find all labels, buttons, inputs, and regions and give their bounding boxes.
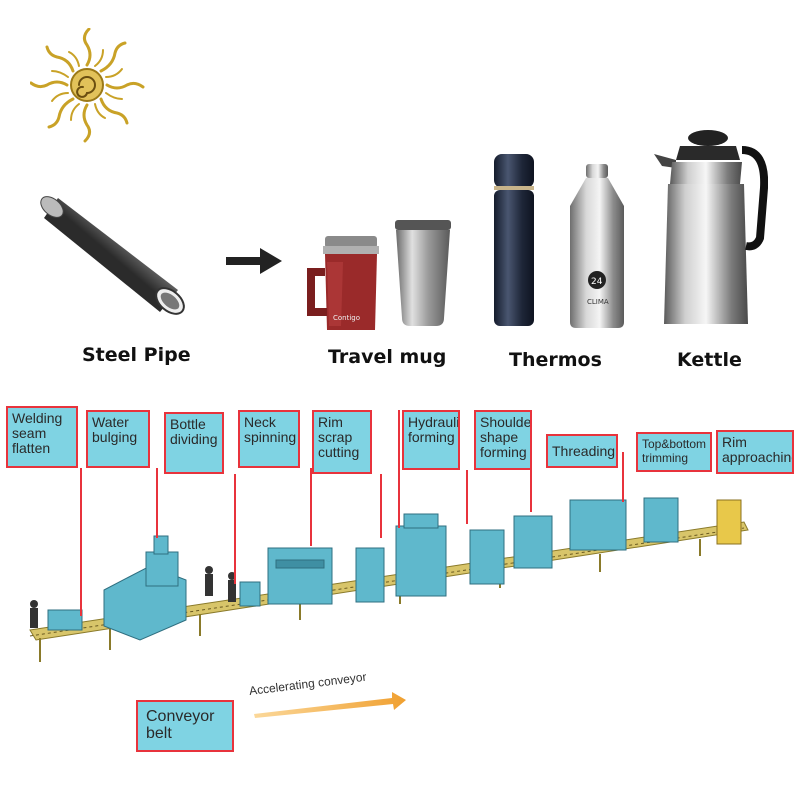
step-water-bulging: Water bulging <box>86 410 150 468</box>
step-bottle-dividing: Bottle dividing <box>164 412 224 474</box>
leader-line <box>80 468 82 616</box>
steel-bottle-image: 24 CLIMA <box>566 162 628 330</box>
step-threading: Threading <box>546 434 618 468</box>
leader-line <box>156 468 158 538</box>
tumbler-image <box>392 218 454 330</box>
leader-line <box>622 452 624 502</box>
sun-logo <box>29 27 145 143</box>
kettle-image <box>650 128 769 330</box>
sun-logo-icon <box>29 27 145 143</box>
red-mug-image: Contigo <box>303 232 389 336</box>
accelerating-arrow-icon <box>252 680 408 720</box>
leader-line <box>234 474 236 584</box>
leader-line <box>310 468 312 546</box>
navy-thermos-image <box>490 152 538 330</box>
step-top-bottom-trimming: Top&bottom trimming <box>636 432 712 472</box>
step-neck-spinning: Neck spinning <box>238 410 300 468</box>
kettle-label: Kettle <box>677 349 742 371</box>
step-rim-scrap-cutting: Rim scrap cutting <box>312 410 372 474</box>
step-rim-approaching: Rim approaching <box>716 430 794 474</box>
step-welding-seam-flatten: Welding seam flatten <box>6 406 78 468</box>
mug-brand-text: Contigo <box>333 314 360 322</box>
travel-mug-label: Travel mug <box>328 346 447 368</box>
steel-pipe-image <box>40 180 200 320</box>
bottle-badge-text: 24 <box>591 277 603 287</box>
leader-line <box>380 474 382 538</box>
production-line-illustration <box>0 470 800 670</box>
step-hydraulic-forming: Hydraulic forming <box>402 410 460 470</box>
step-shoulder-shape-forming: Shoulder shape forming <box>474 410 532 470</box>
leader-line <box>466 470 468 524</box>
leader-line <box>530 452 532 512</box>
bottle-brand-text: CLIMA <box>587 298 609 306</box>
steel-pipe-label: Steel Pipe <box>82 344 191 366</box>
thermos-label: Thermos <box>509 349 602 371</box>
arrow-right-icon <box>226 248 282 274</box>
conveyor-belt-label: Conveyor belt <box>136 700 234 752</box>
leader-line <box>398 410 400 528</box>
